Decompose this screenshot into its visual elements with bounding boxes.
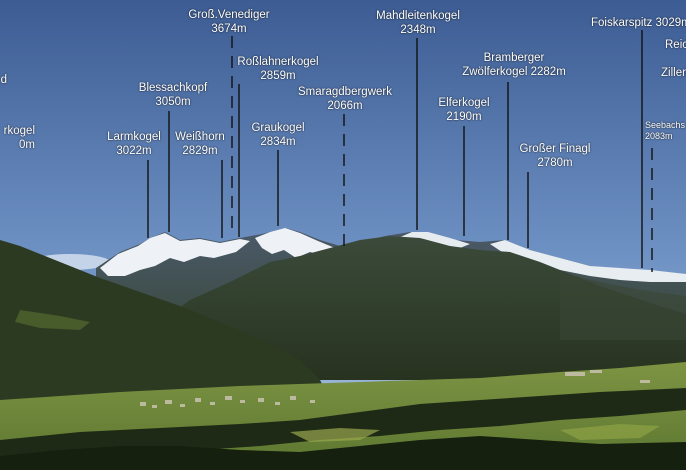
label-smaragdbergwerk: Smaragdbergwerk 2066m: [298, 86, 392, 112]
field-patch: [290, 428, 380, 442]
label-foiskarspitz: Foiskarspitz 3029m: [591, 17, 686, 29]
label-left-fragment-top: d: [0, 74, 7, 86]
pointer-lines-dashed: [231, 36, 653, 272]
left-meadow: [15, 310, 90, 330]
label-blessachkopf: Blessachkopf 3050m: [138, 82, 208, 108]
village: [140, 370, 650, 408]
snow-cap-left: [100, 233, 250, 276]
label-mahdleitenkogel: Mahdleitenkogel 2348m: [376, 10, 460, 36]
foreground-trees: [0, 436, 686, 470]
label-gross-venediger: Groß.Venediger 3674m: [188, 9, 270, 35]
label-graukogel: Graukogel 2834m: [251, 122, 305, 148]
label-elferkogel: Elferkogel 2190m: [438, 97, 490, 123]
label-weisshorn: Weißhorn 2829m: [175, 131, 225, 157]
label-larmkogel: Larmkogel 3022m: [107, 131, 161, 157]
left-slope: [0, 240, 330, 420]
label-bramberger: Bramberger Zwölferkogel 2282m: [462, 52, 566, 78]
central-ridge: [150, 236, 686, 380]
label-rosslahnerkogel: Roßlahnerkogel 2859m: [237, 56, 319, 82]
label-grosser-finagl: Großer Finagl 2780m: [519, 143, 591, 169]
pointer-lines: [147, 30, 643, 268]
right-slope: [560, 272, 686, 340]
label-reic: Reic: [665, 39, 686, 51]
field-patch-right: [560, 424, 660, 440]
label-zillert: Zilleri: [661, 67, 686, 79]
label-left-fragment: rkogel 0m: [3, 125, 35, 151]
label-seebachs: Seebachs 2083m: [645, 120, 686, 141]
snow-cap-right: [490, 240, 686, 282]
snow-cap-graukogel: [255, 228, 335, 258]
